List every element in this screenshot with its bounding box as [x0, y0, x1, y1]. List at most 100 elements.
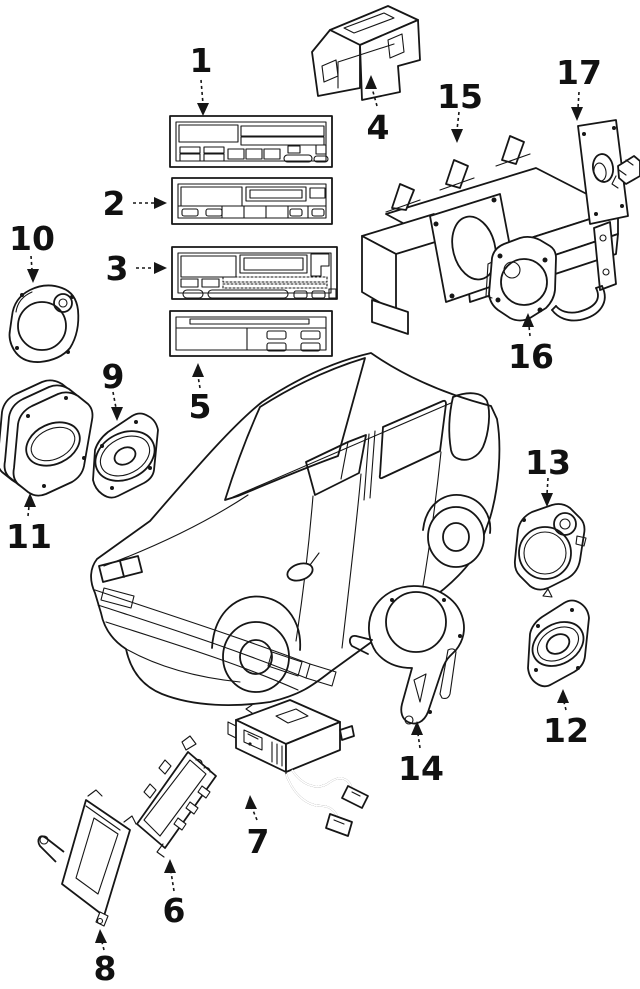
van-front-door-window: [305, 434, 367, 496]
callout-1[interactable]: 1: [190, 41, 213, 116]
part-speaker-10: [8, 284, 80, 363]
callout-6[interactable]: 6: [163, 859, 186, 930]
callout-11-label: 11: [6, 517, 52, 556]
callout-17[interactable]: 17: [556, 53, 602, 121]
callout-16[interactable]: 16: [508, 313, 554, 376]
van-headlight: [98, 555, 143, 583]
callout-3[interactable]: 3: [106, 249, 167, 288]
part-oval-speaker-12: [527, 599, 590, 688]
part-speaker-13: [513, 503, 587, 598]
van-vent-window-divider: [340, 441, 349, 480]
van-rear-wheel: [427, 506, 485, 568]
van-front-wheel-hub: [239, 639, 273, 675]
callout-9-label: 9: [102, 357, 125, 396]
part-radio-head-unit-1: [169, 115, 333, 168]
callout-3-label: 3: [106, 249, 129, 288]
callout-6-arrowhead: [164, 859, 176, 873]
callout-14[interactable]: 14: [398, 721, 444, 788]
callout-1-arrowhead: [197, 103, 209, 116]
callout-11-arrow: [27, 505, 30, 517]
callout-7-label: 7: [247, 822, 270, 861]
callout-8-arrow: [101, 941, 105, 951]
part-radio-cassette-unit-3: [171, 246, 338, 300]
callout-4-label: 4: [367, 108, 390, 147]
part-oval-speaker-9: [92, 412, 159, 499]
callout-9[interactable]: 9: [102, 357, 125, 421]
callout-10-label: 10: [9, 219, 55, 258]
part-mounting-bracket-4: [311, 5, 421, 101]
callout-14-arrow: [417, 733, 421, 749]
part-amplifier-module-7: [227, 699, 369, 837]
part-woofer-box-assembly-15: [361, 135, 619, 335]
van-windshield: [224, 357, 366, 501]
callout-10[interactable]: 10: [9, 219, 55, 283]
callout-6-label: 6: [163, 891, 186, 930]
van-mirror-stalk: [309, 552, 320, 566]
van-rear-wheel-hub: [442, 522, 470, 552]
part-speaker-bracket-14: [349, 585, 465, 725]
callout-9-arrowhead: [111, 407, 123, 421]
part-bracket-8: [37, 789, 137, 927]
callout-10-arrowhead: [27, 269, 39, 283]
callout-4-arrowhead: [365, 75, 377, 89]
callout-11-arrowhead: [24, 493, 36, 507]
callout-2-arrowhead: [154, 197, 167, 209]
van-hood-crease: [103, 494, 249, 567]
callout-10-arrow: [30, 255, 33, 271]
callout-8-arrowhead: [95, 929, 107, 943]
callout-8-label: 8: [94, 949, 117, 988]
callout-12-label: 12: [543, 711, 589, 750]
callout-5-arrow: [197, 375, 201, 389]
callout-11[interactable]: 11: [6, 493, 52, 556]
van-side-mirror: [286, 562, 314, 582]
callout-12-arrowhead: [557, 689, 569, 703]
callout-12[interactable]: 12: [543, 689, 589, 750]
part-bracket-6: [136, 735, 217, 858]
callout-15-label: 15: [437, 77, 483, 116]
callout-13-label: 13: [525, 443, 571, 482]
callout-7-arrow: [251, 807, 258, 821]
van-bumper-strips: [94, 589, 311, 691]
part-bracket-plate-17: [577, 119, 640, 225]
part-speaker-with-spacers-11: [0, 379, 94, 497]
van-front-wheel-arch: [211, 595, 301, 651]
van-front-wheel: [222, 621, 290, 693]
part-speaker-16: [485, 235, 557, 322]
callout-16-label: 16: [508, 337, 554, 376]
van-sliding-door-window: [378, 399, 447, 480]
callout-5[interactable]: 5: [189, 363, 212, 426]
callout-16-arrowhead: [522, 313, 534, 327]
callout-1-arrow: [200, 79, 204, 105]
callout-17-arrowhead: [571, 107, 583, 121]
callout-9-arrow: [112, 391, 117, 409]
callout-4[interactable]: 4: [365, 75, 389, 147]
callout-14-label: 14: [398, 749, 444, 788]
van-beltline: [232, 402, 452, 498]
callout-13-arrow: [546, 477, 549, 495]
van-lower-lip: [125, 648, 241, 683]
callout-16-arrow: [528, 325, 531, 337]
van-quarter-window: [448, 392, 490, 461]
callout-3-arrowhead: [154, 262, 167, 274]
van-rear-wheel-arch: [422, 494, 492, 534]
callout-5-arrowhead: [192, 363, 204, 377]
callout-2-label: 2: [103, 184, 126, 223]
van-b-pillar: [363, 430, 376, 501]
part-cd-player-unit-5: [169, 310, 333, 357]
callout-7-arrowhead: [245, 795, 257, 809]
callout-15[interactable]: 15: [437, 77, 483, 143]
callout-14-arrowhead: [411, 721, 423, 735]
callout-13[interactable]: 13: [525, 443, 571, 507]
callout-1-label: 1: [190, 41, 213, 80]
callout-17-label: 17: [556, 53, 602, 92]
callout-15-arrowhead: [451, 129, 463, 143]
callout-5-label: 5: [189, 387, 212, 426]
part-radio-head-unit-2: [171, 177, 333, 225]
callout-7[interactable]: 7: [245, 795, 269, 861]
callout-6-arrow: [170, 871, 175, 892]
callout-17-arrow: [577, 91, 580, 109]
callout-2[interactable]: 2: [103, 184, 167, 223]
callout-13-arrowhead: [541, 493, 553, 507]
callout-8[interactable]: 8: [94, 929, 117, 988]
